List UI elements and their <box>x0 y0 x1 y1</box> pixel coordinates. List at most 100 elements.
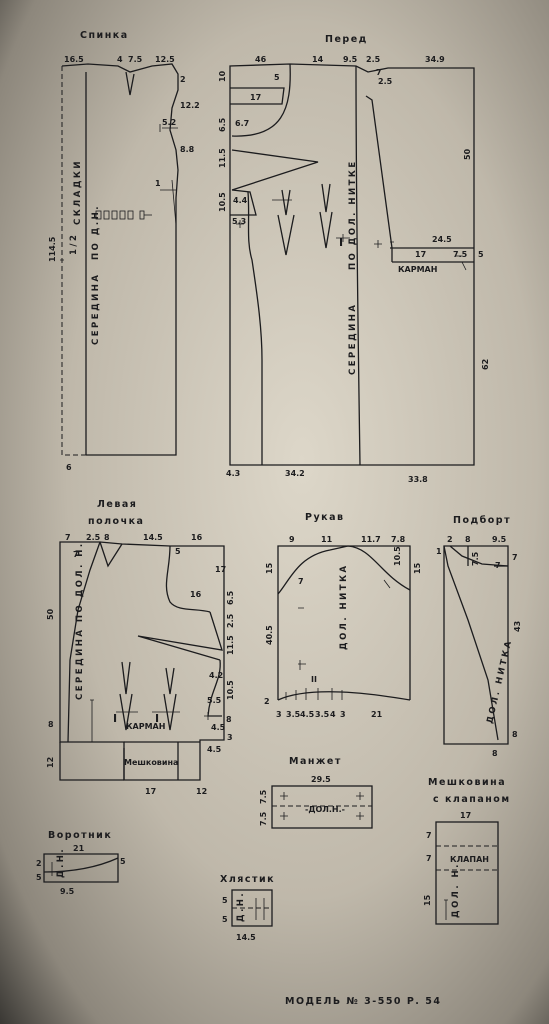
podbort-dim-a2: 7 <box>495 561 501 570</box>
pered-po-dol-nitke: ПО ДОЛ. НИТКЕ <box>348 159 358 270</box>
khlyastik-piece: Хлястик 5 5 14.5 Д.Н. <box>220 874 274 942</box>
levaya-roman-1a: I <box>113 712 117 725</box>
spinka-dim-left: 114.5 <box>48 236 57 262</box>
khlyast-dim-l1: 5 <box>222 896 228 905</box>
rukav-dim-r2: 15 <box>413 562 422 574</box>
levaya-dim-a8: 10.5 <box>226 680 235 700</box>
levaya-meshkovina: Мешковина <box>124 758 178 767</box>
pered-dim-l5: 11.5 <box>218 148 227 168</box>
levaya-dim-a6: 2.5 <box>226 613 235 628</box>
spinka-skladki: СКЛАДКИ <box>73 159 83 225</box>
pered-dim-t1: 46 <box>255 55 267 64</box>
pered-dim-t5: 34.9 <box>425 55 445 64</box>
podbort-dim-t3: 9.5 <box>492 535 507 544</box>
pered-dim-l8: 4.4 <box>233 196 248 205</box>
podbort-title: Подборт <box>453 515 511 526</box>
levaya-dim-t3: 8 <box>104 533 110 542</box>
spinka-dim-r4: 8.8 <box>180 145 195 154</box>
pered-dim-l4: 6.7 <box>235 119 249 128</box>
spinka-dim-r2: 12.2 <box>180 101 200 110</box>
podbort-dim-b1: 8 <box>492 749 498 758</box>
manzhet-piece: Манжет 29.5 7.5 7.5 -ДОЛ.Н.- <box>259 756 373 829</box>
podbort-dim-r2: 43 <box>513 621 522 632</box>
vorot-dim-l1: 2 <box>36 859 42 868</box>
podbort-dim-r1: 7 <box>512 553 518 562</box>
pered-dim-b1: 4.3 <box>226 469 240 478</box>
pered-dim-c2: 7 <box>376 68 382 77</box>
pered-dim-l3: 17 <box>250 93 261 102</box>
meshkovina-piece: Мешковина с клапаном 17 7 7 15 КЛАПАН ДО… <box>423 777 509 925</box>
pered-karman: КАРМАН <box>398 265 437 274</box>
rukav-dim-b1: 3 <box>276 710 282 719</box>
pered-dim-l1: 10 <box>218 70 227 82</box>
podbort-dim-a1: 7.5 <box>471 551 480 566</box>
podbort-piece: Подборт 2 8 9.5 1 7.5 7 7 43 8 8 ДОЛ. НИ… <box>436 515 522 758</box>
model-caption: МОДЕЛЬ № 3-550 Р. 54 <box>285 996 441 1007</box>
vorot-dim-l2: 5 <box>36 873 42 882</box>
rukav-piece: Рукав 9 11 11.7 7.8 15 40.5 2 10.5 15 7 … <box>264 512 422 719</box>
levaya-dim-a13: 3 <box>227 733 233 742</box>
meshk-dim-t: 17 <box>460 811 471 820</box>
khlyast-dim-l2: 5 <box>222 915 228 924</box>
spinka-dim-top3: 7.5 <box>128 55 143 64</box>
levaya-dim-t1: 7 <box>65 533 71 542</box>
manzhet-dim-l1: 7.5 <box>259 789 268 804</box>
rukav-dim-t1: 9 <box>289 535 295 544</box>
podbort-dim-t2: 8 <box>465 535 471 544</box>
vorot-dn: Д.Н. <box>56 847 66 878</box>
rukav-dim-r1: 10.5 <box>393 546 402 566</box>
podbort-dol-nitka: ДОЛ. НИТКА <box>485 638 514 725</box>
levaya-dim-a10: 5.5 <box>207 696 222 705</box>
pered-dim-t4: 2.5 <box>366 55 381 64</box>
rukav-dol-nitka: ДОЛ. НИТКА <box>339 563 349 650</box>
spinka-dim-top1: 16.5 <box>64 55 84 64</box>
pered-dim-l9: 5.3 <box>232 217 246 226</box>
spinka-dim-bottom: 6 <box>66 463 72 472</box>
pered-dim-t3: 9.5 <box>343 55 358 64</box>
levaya-title-2: полочка <box>88 516 144 527</box>
pered-dim-b2: 34.2 <box>285 469 305 478</box>
vorot-dim-t: 21 <box>73 844 85 853</box>
levaya-dim-a2: 5 <box>175 547 181 556</box>
skladki-marks <box>95 210 152 220</box>
levaya-dim-t5: 16 <box>191 533 203 542</box>
rukav-dim-t3: 11.7 <box>361 535 381 544</box>
levaya-dim-a3: 17 <box>215 565 226 574</box>
levaya-title-1: Левая <box>97 499 137 510</box>
levaya-dim-a9: 4.2 <box>209 671 223 680</box>
meshk-dim-l1: 7 <box>426 831 432 840</box>
podbort-dim-l1: 1 <box>436 547 442 556</box>
meshk-klapan: КЛАПАН <box>450 855 489 864</box>
pered-dim-l6: 6.5 <box>218 117 227 132</box>
levaya-dim-l3: 12 <box>46 757 55 768</box>
pered-dim-r1: 50 <box>463 148 472 160</box>
pered-title: Перед <box>325 34 368 45</box>
spinka-half: 1/2 <box>69 233 79 255</box>
meshk-dol-n: ДОЛ. Н. <box>451 862 461 918</box>
spinka-dim-top2: 4 <box>117 55 123 64</box>
pered-seredina: СЕРЕДИНА <box>348 303 358 375</box>
khlyast-dn: Д.Н. <box>236 891 246 922</box>
rukav-dim-l2: 40.5 <box>265 625 274 645</box>
levaya-dim-b2: 12 <box>196 787 207 796</box>
manzhet-dim-l2: 7.5 <box>259 811 268 826</box>
spinka-dim-r1: 2 <box>180 75 186 84</box>
meshk-dim-l3: 15 <box>423 894 432 906</box>
levaya-dim-a4: 16 <box>190 590 202 599</box>
spinka-dim-r3: 5.2 <box>162 118 176 127</box>
rukav-dim-t2: 11 <box>321 535 333 544</box>
pered-dim-t2: 14 <box>312 55 324 64</box>
vorot-dim-b: 9.5 <box>60 887 75 896</box>
levaya-dim-a5: 6.5 <box>226 590 235 605</box>
rukav-dim-b7: 21 <box>371 710 383 719</box>
rukav-dim-b2: 3.5 <box>286 710 301 719</box>
spinka-piece: Спинка 16.5 4 7.5 12.5 2 12.2 5.2 8.8 1 … <box>48 30 200 472</box>
rukav-title: Рукав <box>305 512 345 523</box>
podbort-dim-b2: 8 <box>512 730 518 739</box>
pered-dim-r2: 62 <box>481 359 490 370</box>
spinka-po-dn: ПО Д.Н. <box>91 204 101 260</box>
spinka-dim-top4: 12.5 <box>155 55 175 64</box>
rukav-dim-b5: 4 <box>330 710 336 719</box>
